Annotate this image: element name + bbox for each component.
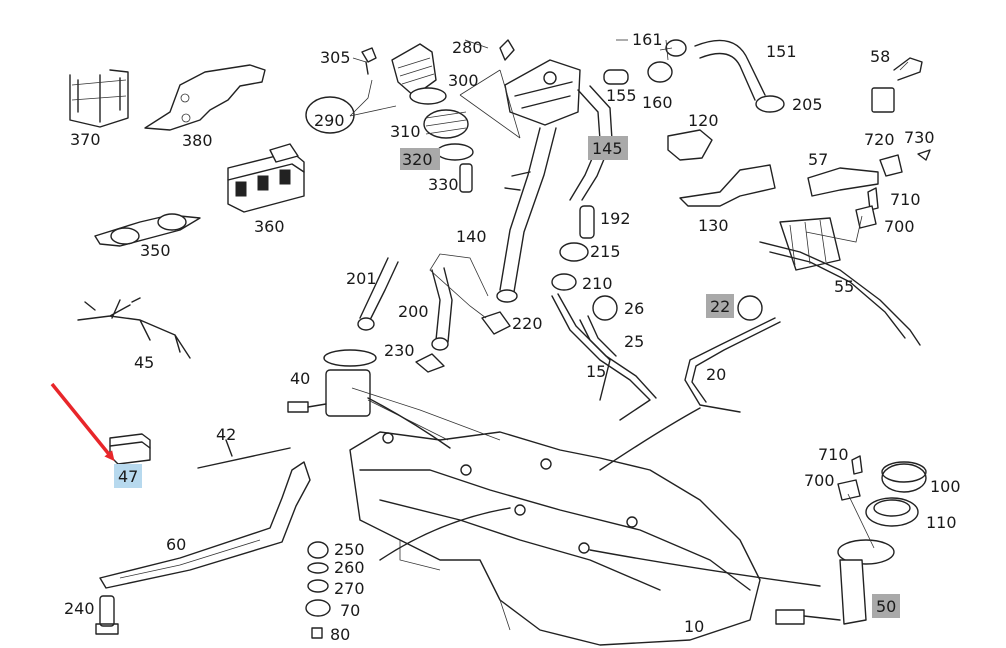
part-label-201[interactable]: 201	[346, 269, 377, 288]
part-label-55[interactable]: 55	[834, 277, 854, 296]
part-label-26[interactable]: 26	[624, 299, 644, 318]
part-label-10[interactable]: 10	[684, 617, 704, 636]
highlight-box-50	[872, 594, 900, 618]
highlight-box-320	[400, 148, 440, 170]
part-label-20[interactable]: 20	[706, 365, 726, 384]
part-192-210-clamp-drawing	[551, 205, 595, 291]
part-label-161[interactable]: 161	[632, 30, 663, 49]
part-label-80[interactable]: 80	[330, 625, 350, 644]
part-label-300[interactable]: 300	[448, 71, 479, 90]
part-label-155[interactable]: 155	[606, 86, 637, 105]
part-label-140[interactable]: 140	[456, 227, 487, 246]
part-label-50[interactable]: 50	[876, 597, 896, 616]
part-250-80-fastener-stack-drawing	[305, 541, 331, 639]
part-380-bracket-drawing	[144, 64, 266, 131]
part-label-57[interactable]: 57	[808, 150, 828, 169]
part-57-sensor-drawing	[807, 149, 931, 229]
part-label-290[interactable]: 290	[314, 111, 345, 130]
part-151-205-hose-drawing	[694, 39, 785, 113]
part-label-260[interactable]: 260	[334, 558, 365, 577]
part-label-730[interactable]: 730	[904, 128, 935, 147]
part-58-connector-drawing	[871, 57, 923, 113]
part-label-58[interactable]: 58	[870, 47, 890, 66]
part-label-120[interactable]: 120	[688, 111, 719, 130]
part-label-215[interactable]: 215	[590, 242, 621, 261]
part-labels: 305 280 161 151 58 300 290 370 380 310 1…	[64, 30, 961, 644]
part-45-wiring-drawing	[77, 297, 191, 359]
part-label-210[interactable]: 210	[582, 274, 613, 293]
part-200-230-hose-drawing	[357, 257, 511, 373]
part-55-pump-assembly-drawing	[759, 217, 921, 346]
part-label-160[interactable]: 160	[642, 93, 673, 112]
highlight-box-47	[114, 464, 142, 488]
part-10-fuel-tank-drawing	[349, 431, 761, 646]
part-240-stud-drawing	[95, 595, 119, 635]
part-120-130-bracket-drawing	[667, 129, 776, 207]
part-label-320[interactable]: 320	[402, 150, 433, 169]
part-60-bracket-drawing	[99, 461, 311, 589]
part-label-305[interactable]: 305	[320, 48, 351, 67]
part-360-relay-drawing	[227, 143, 305, 213]
part-47-box-drawing	[109, 433, 151, 465]
part-label-360[interactable]: 360	[254, 217, 285, 236]
highlight-box-145	[588, 136, 628, 160]
part-label-145[interactable]: 145	[592, 139, 623, 158]
part-label-40[interactable]: 40	[290, 369, 310, 388]
part-label-230[interactable]: 230	[384, 341, 415, 360]
tank-arrows	[367, 397, 821, 587]
part-label-192[interactable]: 192	[600, 209, 631, 228]
part-label-70[interactable]: 70	[340, 601, 360, 620]
part-label-220[interactable]: 220	[512, 314, 543, 333]
part-label-710-lower[interactable]: 710	[818, 445, 849, 464]
part-label-350[interactable]: 350	[140, 241, 171, 260]
red-pointer-arrow	[50, 382, 115, 462]
highlight-box-22	[706, 294, 734, 318]
part-label-47[interactable]: 47	[118, 467, 138, 486]
part-label-270[interactable]: 270	[334, 579, 365, 598]
part-label-100[interactable]: 100	[930, 477, 961, 496]
part-label-25[interactable]: 25	[624, 332, 644, 351]
part-label-250[interactable]: 250	[334, 540, 365, 559]
part-label-110[interactable]: 110	[926, 513, 957, 532]
part-label-700-upper[interactable]: 700	[884, 217, 915, 236]
part-26-22-cap-drawing	[592, 295, 763, 321]
part-label-240[interactable]: 240	[64, 599, 95, 618]
part-label-380[interactable]: 380	[182, 131, 213, 150]
part-label-720[interactable]: 720	[864, 130, 895, 149]
part-label-710-upper[interactable]: 710	[890, 190, 921, 209]
part-280-140-filler-neck-drawing	[496, 39, 581, 303]
part-label-151[interactable]: 151	[766, 42, 797, 61]
part-155-161-clamp-drawing	[603, 39, 687, 85]
part-label-280[interactable]: 280	[452, 38, 483, 57]
part-42-strap-drawing	[197, 447, 291, 469]
part-label-45[interactable]: 45	[134, 353, 154, 372]
part-label-130[interactable]: 130	[698, 216, 729, 235]
part-15-25-20-line-drawing	[551, 293, 781, 421]
part-label-330[interactable]: 330	[428, 175, 459, 194]
part-label-205[interactable]: 205	[792, 95, 823, 114]
part-label-310[interactable]: 310	[390, 122, 421, 141]
part-50-100-pump-assembly-drawing	[775, 455, 927, 625]
part-label-200[interactable]: 200	[398, 302, 429, 321]
part-label-370[interactable]: 370	[70, 130, 101, 149]
part-40-sender-drawing	[287, 349, 377, 417]
part-label-42[interactable]: 42	[216, 425, 236, 444]
part-350-bracket-drawing	[94, 213, 201, 247]
part-305-330-valve-stack-drawing	[305, 43, 474, 193]
part-label-15[interactable]: 15	[586, 362, 606, 381]
part-label-700-lower[interactable]: 700	[804, 471, 835, 490]
part-370-bracket-drawing	[69, 69, 129, 128]
part-label-22[interactable]: 22	[710, 297, 730, 316]
part-label-60[interactable]: 60	[166, 535, 186, 554]
leader-lines	[225, 39, 909, 549]
